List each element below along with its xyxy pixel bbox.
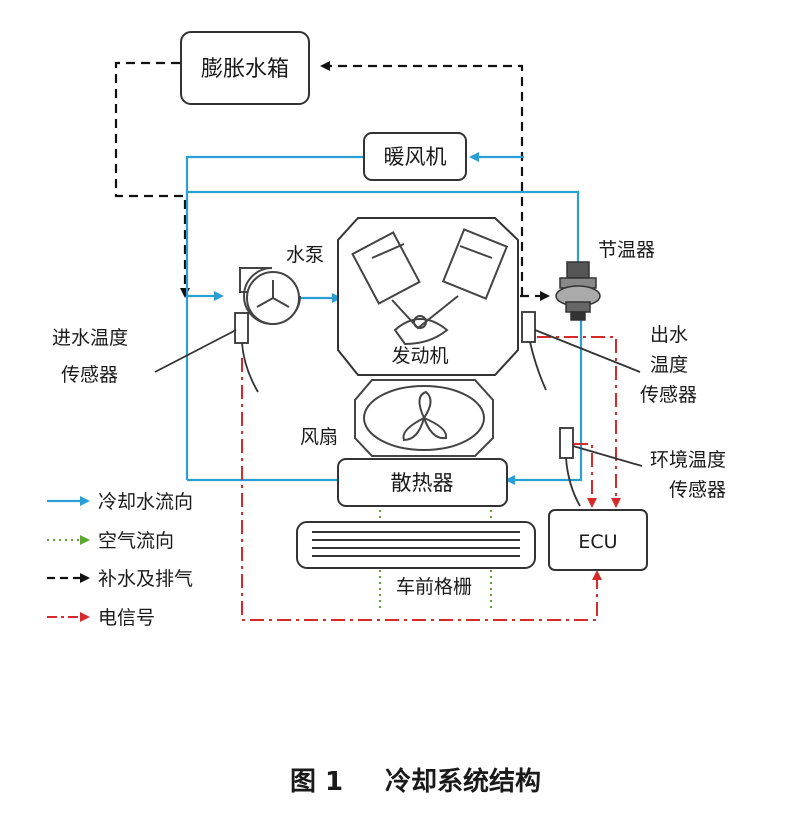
ecu-box (548, 509, 648, 571)
outlet-sensor-label-1: 出水 (650, 324, 688, 346)
legend-signal-label: 电信号 (98, 607, 155, 629)
ambient-temp-sensor-icon (559, 427, 643, 507)
front-grille-label: 车前格栅 (396, 576, 472, 598)
water-pump-label: 水泵 (286, 244, 324, 266)
signal-lines (241, 336, 621, 621)
outlet-sensor-label-3: 传感器 (640, 384, 697, 406)
thermostat-label: 节温器 (598, 239, 655, 261)
heater-box (363, 132, 467, 181)
water-pump-icon (239, 267, 301, 325)
caption-title: 冷却系统结构 (385, 766, 541, 797)
ecu-label: ECU (578, 531, 617, 553)
legend-coolant-label: 冷却水流向 (98, 491, 193, 513)
ambient-sensor-label-1: 环境温度 (650, 449, 726, 471)
engine-label: 发动机 (391, 345, 448, 367)
inlet-sensor-label-2: 传感器 (61, 364, 118, 386)
engine-internals (351, 228, 509, 346)
fan-icon (354, 379, 494, 457)
legend: 冷却水流向 空气流向 补水及排气 电信号 (47, 491, 193, 629)
radiator-label: 散热器 (391, 471, 454, 495)
engine-block (337, 217, 519, 376)
outlet-sensor-label-2: 温度 (650, 354, 688, 376)
thermostat-icon (555, 261, 601, 321)
legend-air-label: 空气流向 (98, 530, 174, 552)
fan-label: 风扇 (300, 426, 338, 448)
legend-refill-label: 补水及排气 (98, 568, 193, 590)
expansion-tank-box (180, 31, 310, 105)
front-grille-icon (296, 521, 536, 569)
heater-label: 暖风机 (384, 145, 447, 169)
expansion-tank-label: 膨胀水箱 (201, 57, 289, 82)
caption-number: 图 1 (290, 767, 343, 797)
ambient-sensor-label-2: 传感器 (669, 479, 726, 501)
coolant-lines (185, 152, 583, 485)
inlet-temp-sensor-icon (154, 312, 259, 393)
outlet-temp-sensor-icon (521, 311, 641, 391)
inlet-sensor-label-1: 进水温度 (52, 327, 128, 349)
radiator-box (337, 458, 508, 507)
